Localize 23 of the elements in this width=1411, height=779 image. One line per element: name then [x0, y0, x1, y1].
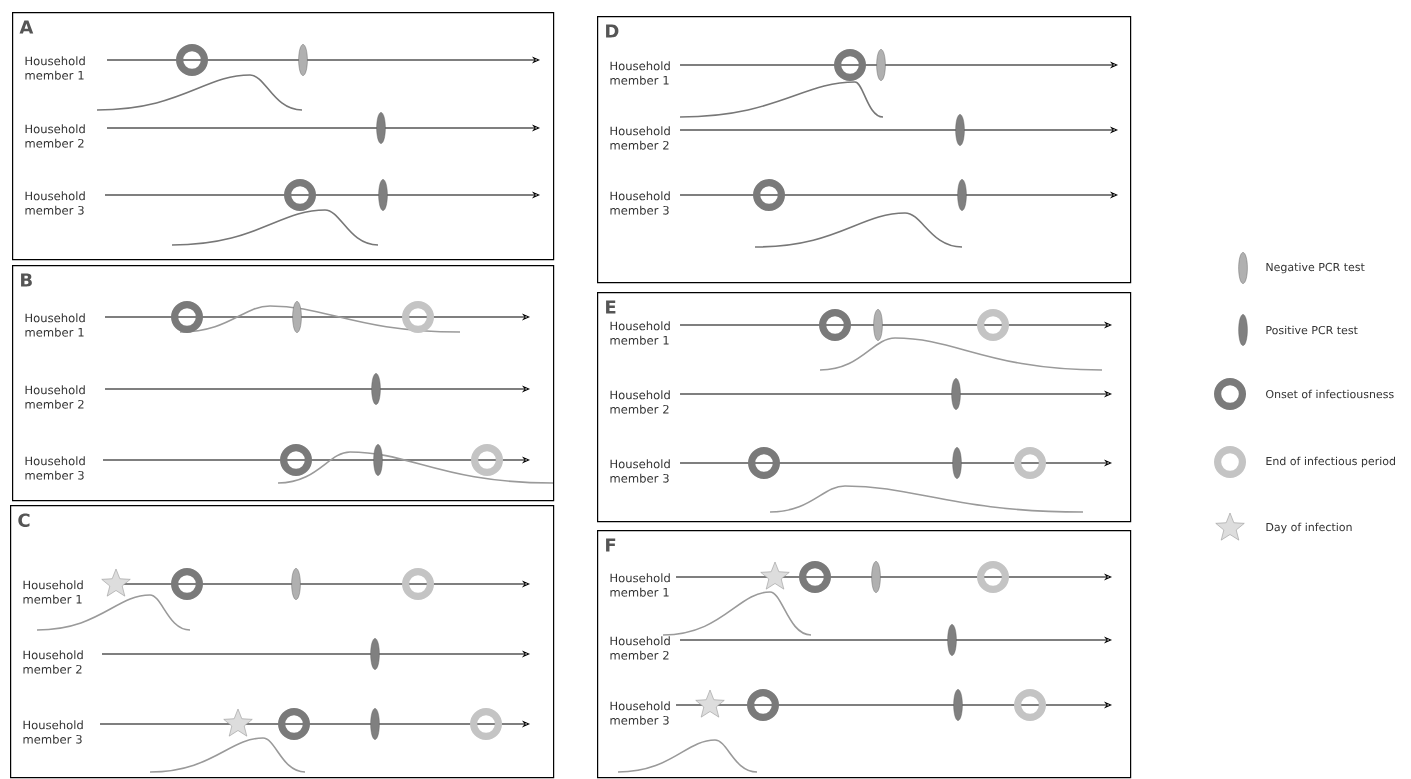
row-label: Household member 2 — [610, 390, 670, 414]
row-label: Household member 1 — [610, 61, 670, 85]
row-label: Household member 3 — [23, 720, 83, 744]
row-label: Household member 1 — [610, 321, 670, 345]
row-label: Household member 3 — [25, 191, 85, 215]
legend-text: Onset of infectiousness — [1266, 389, 1394, 399]
row-label: Household member 3 — [610, 459, 670, 483]
row-label: Household member 1 — [23, 580, 83, 604]
row-label: Household member 1 — [25, 56, 85, 80]
row-label: Household member 2 — [23, 650, 83, 674]
legend-text: Day of infection — [1266, 522, 1352, 534]
row-label: Household member 2 — [25, 124, 85, 148]
legend-text: Positive PCR test — [1266, 325, 1358, 335]
row-label: Household member 3 — [25, 456, 85, 480]
row-label: Household member 2 — [25, 385, 85, 409]
row-label: Household member 3 — [610, 701, 670, 725]
row-label: Household member 2 — [610, 126, 670, 150]
row-label: Household member 1 — [25, 313, 85, 337]
row-label: Household member 2 — [610, 636, 670, 660]
legend-text: End of infectious period — [1266, 456, 1395, 468]
row-label: Household member 3 — [610, 191, 670, 215]
row-label: Household member 1 — [610, 573, 670, 597]
legend-text: Negative PCR test — [1266, 262, 1365, 274]
